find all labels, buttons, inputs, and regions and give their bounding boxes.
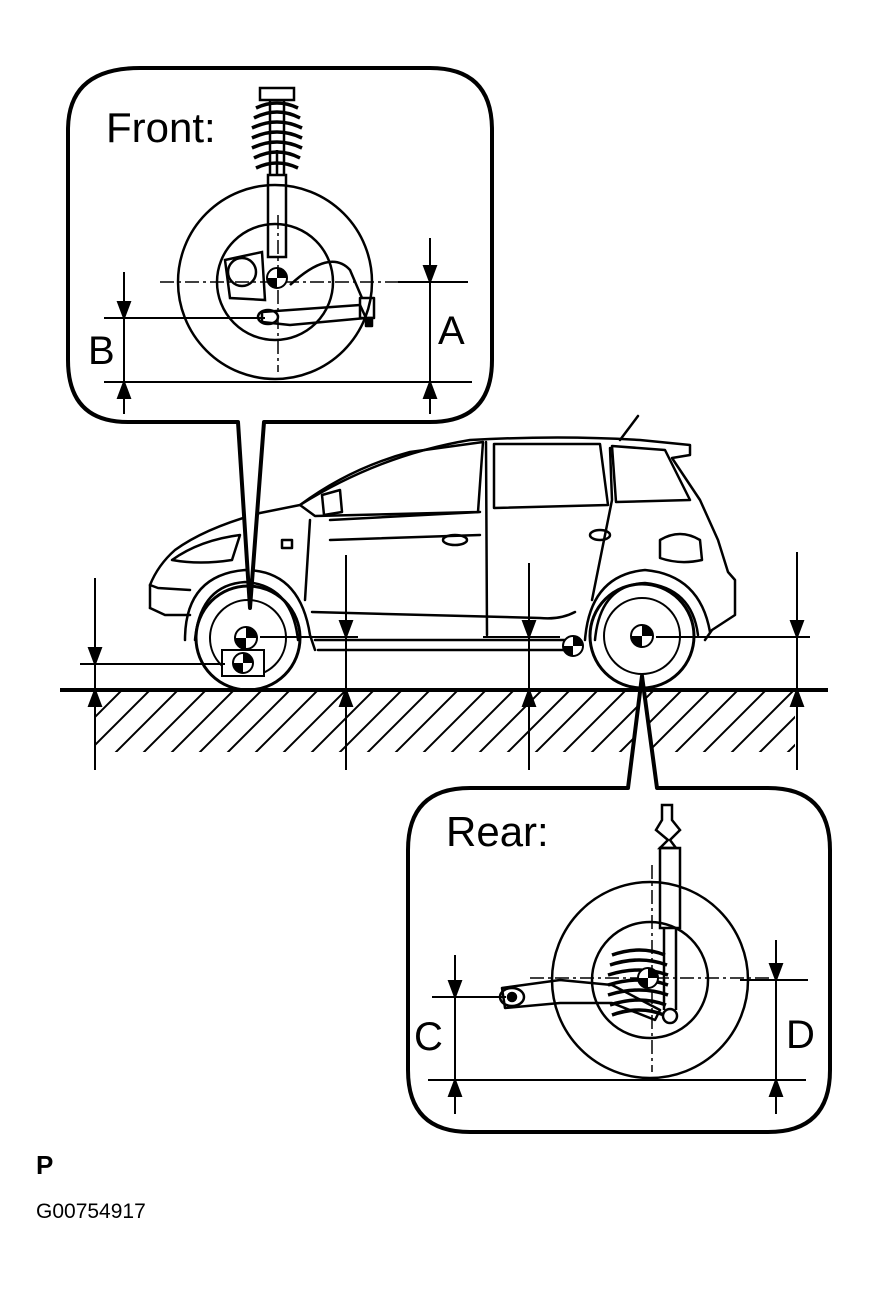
front-axle-target xyxy=(234,626,258,650)
rear-axle-target xyxy=(630,624,654,648)
front-title: Front: xyxy=(106,104,216,151)
label-a: A xyxy=(438,309,465,353)
main-dimension-lines xyxy=(80,552,810,770)
p-mark: P xyxy=(36,1150,53,1180)
figure-code: G00754917 xyxy=(36,1200,146,1223)
label-d: D xyxy=(786,1013,815,1057)
car-body xyxy=(148,414,737,652)
rear-title: Rear: xyxy=(446,808,549,855)
rear-arm-target xyxy=(562,635,584,657)
label-b: B xyxy=(88,329,115,373)
label-c: C xyxy=(414,1015,443,1059)
rear-callout: Rear: xyxy=(406,674,832,1134)
front-lower-target xyxy=(221,649,265,677)
ground xyxy=(60,688,828,752)
front-callout: Front: xyxy=(66,66,494,610)
